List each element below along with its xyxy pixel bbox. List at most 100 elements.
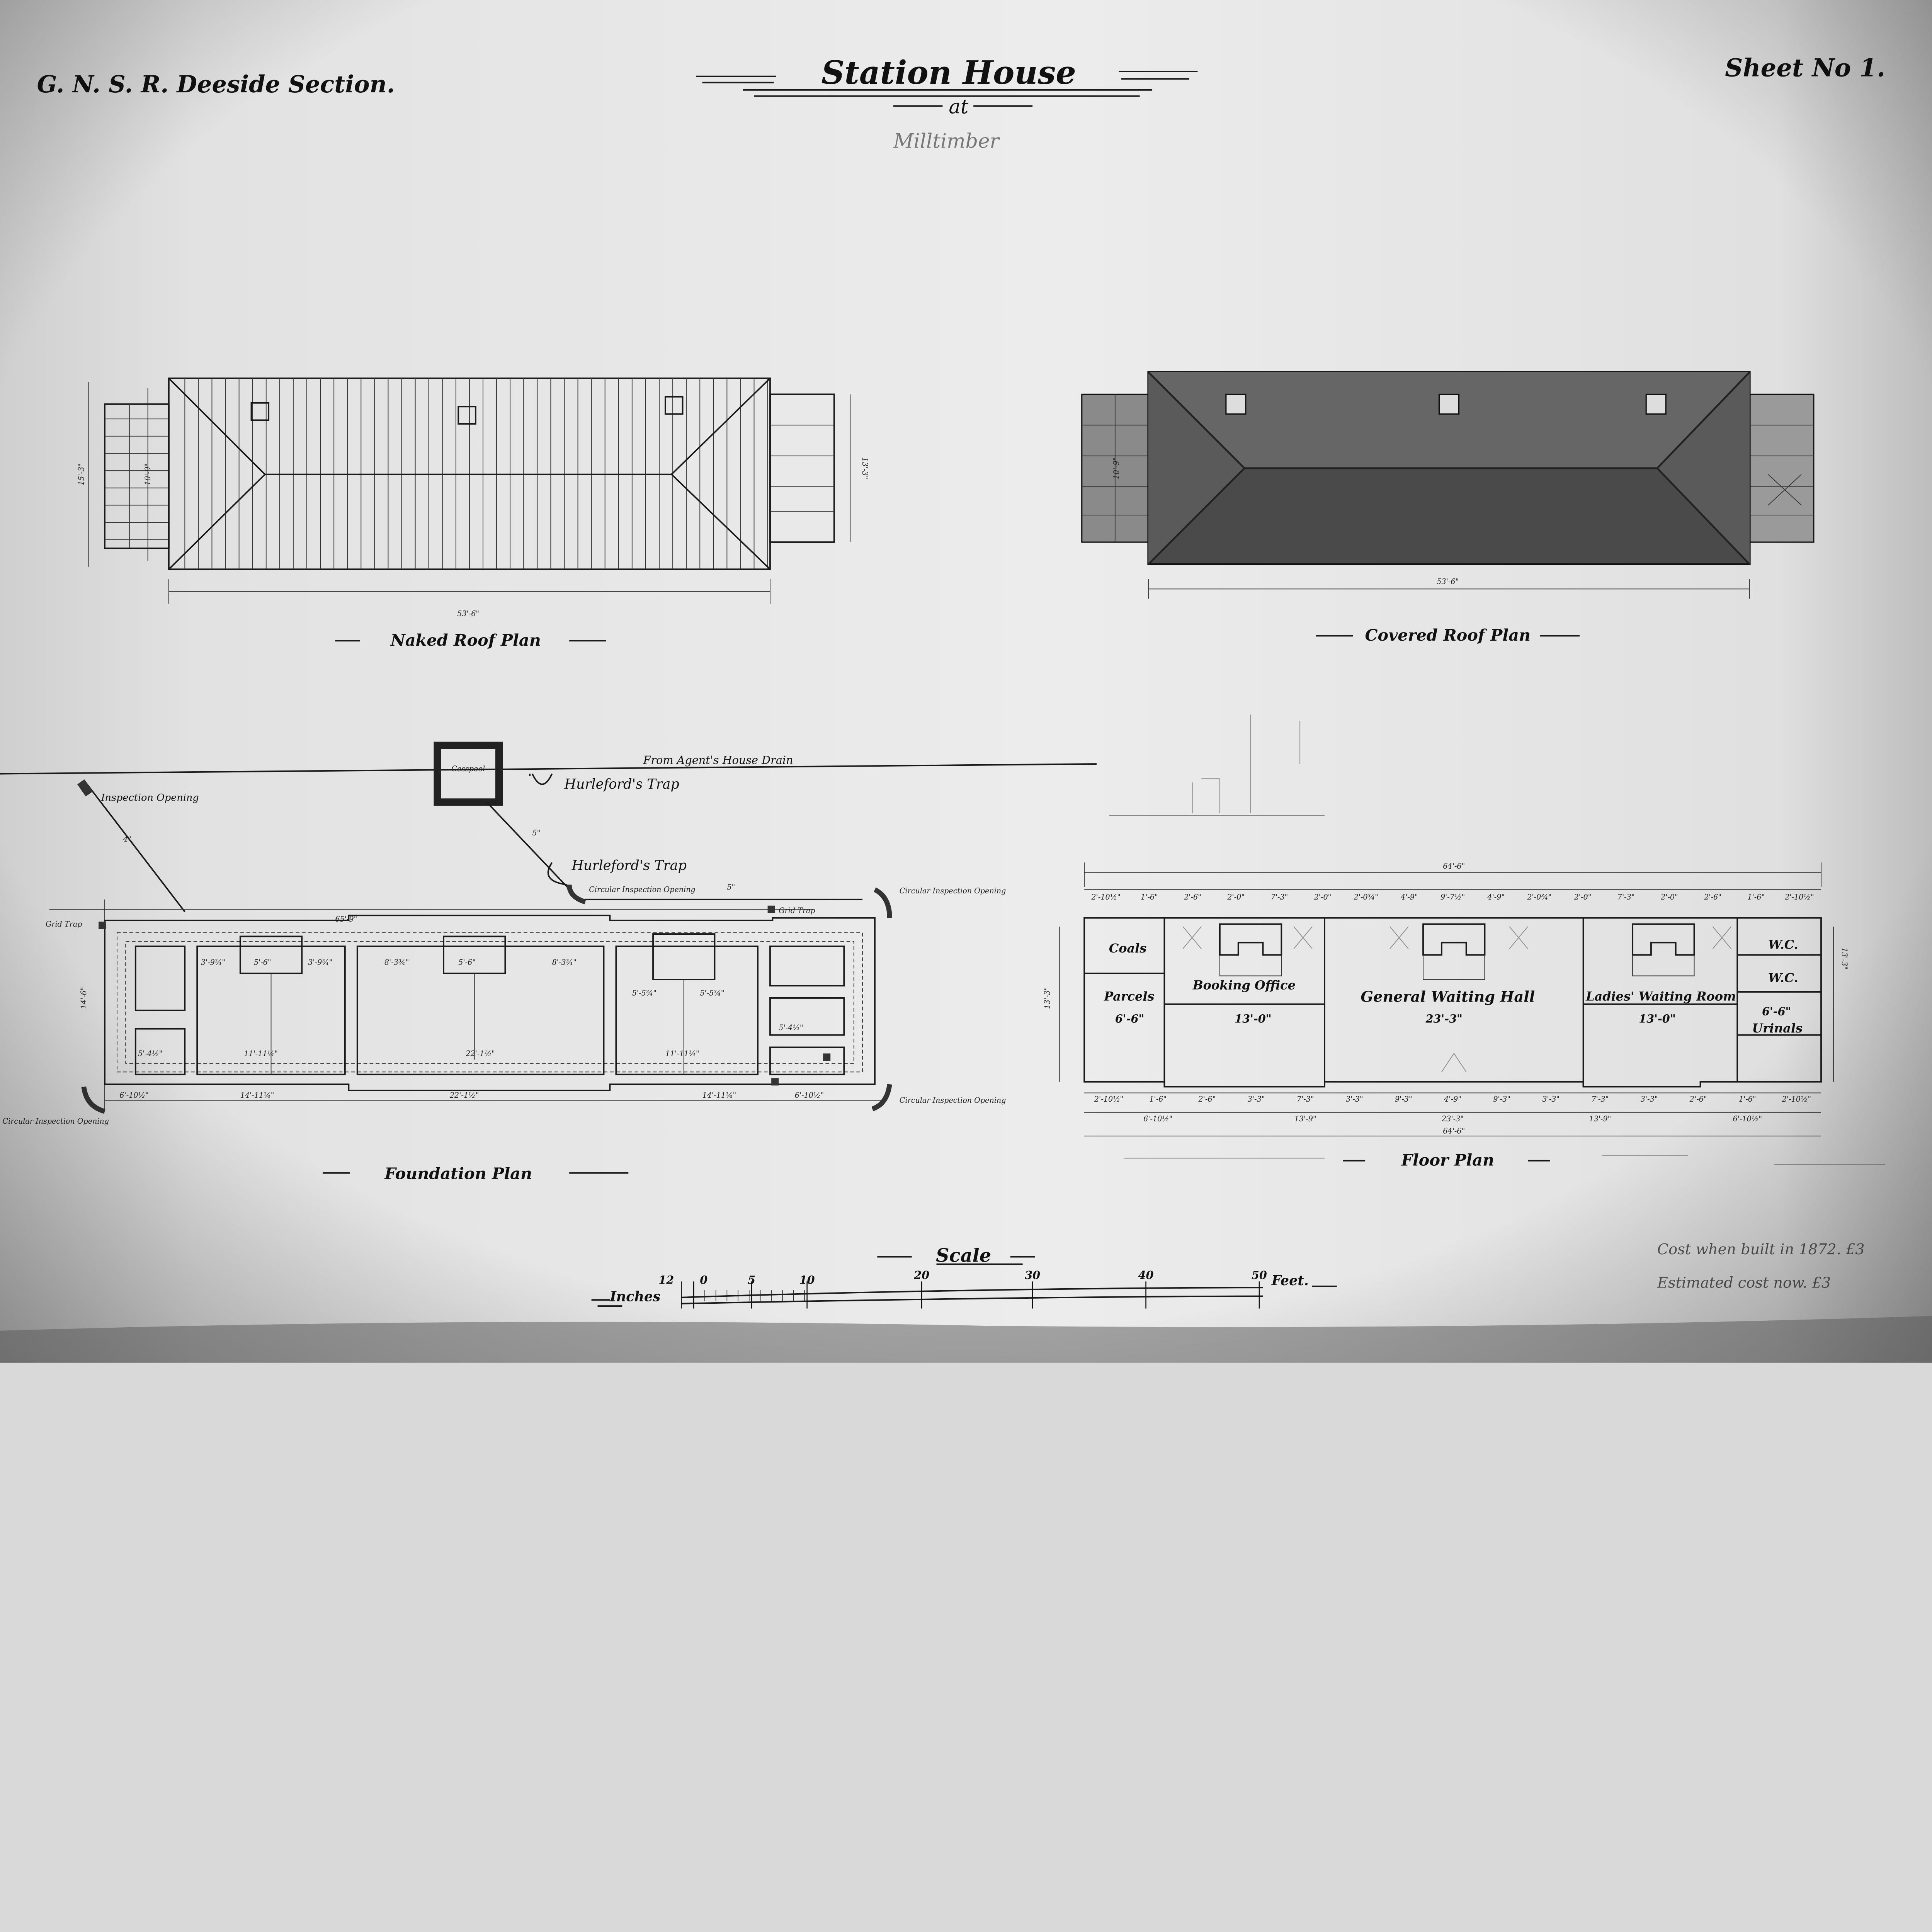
dim: 22'-1½" bbox=[465, 1049, 495, 1058]
dim: 5'-4½" bbox=[779, 1023, 803, 1032]
floor-top-dims: 2'-10½" 1'-6" 2'-6" 2'-0" 7'-3" 2'-0" 2'-0¾" 4'… bbox=[1091, 893, 1814, 901]
scale-tick-label: 12 bbox=[658, 1274, 674, 1287]
room-general-waiting-hall: General Waiting Hall bbox=[1361, 988, 1535, 1005]
dimension-label: 13'-9" bbox=[1294, 1114, 1316, 1123]
dimension-label: 4'-9" bbox=[1444, 1095, 1461, 1104]
pipe-size-5b: 5" bbox=[727, 883, 735, 891]
dim: 5'-4½" bbox=[138, 1049, 162, 1058]
note-cost-now: Estimated cost now. £3 bbox=[1657, 1274, 1831, 1291]
dim: 6'-10½" bbox=[795, 1091, 824, 1100]
location-pencil-note: Milltimber bbox=[893, 130, 1000, 153]
hurlefords-trap-top: Hurleford's Trap bbox=[564, 776, 679, 792]
room-urinals: Urinals bbox=[1752, 1021, 1803, 1036]
dimension-label: 1'-6" bbox=[1141, 893, 1158, 901]
drain-label: From Agent's House Drain bbox=[643, 753, 793, 767]
naked-roof-length: 53'-6" bbox=[457, 609, 479, 618]
scale-tick-label: 10 bbox=[799, 1274, 815, 1287]
room-ladies-waiting-room: Ladies' Waiting Room bbox=[1585, 989, 1736, 1003]
dimension-label: 1'-6" bbox=[1149, 1095, 1167, 1104]
dimension-label: 7'-3" bbox=[1297, 1095, 1314, 1104]
covered-roof-label: Covered Roof Plan bbox=[1365, 626, 1531, 645]
dimension-label: 6'-10½" bbox=[1733, 1114, 1762, 1123]
chimney bbox=[1438, 393, 1460, 415]
dimension-label: 2'-0" bbox=[1227, 893, 1245, 901]
scale-tick-label: 30 bbox=[1025, 1269, 1040, 1282]
dim: 22'-1½" bbox=[449, 1091, 479, 1100]
dim: 3'-9¾" bbox=[201, 958, 225, 967]
hurlefords-trap-mid: Hurleford's Trap bbox=[571, 857, 687, 873]
room-general-waiting-hall-size: 23'-3" bbox=[1425, 1012, 1463, 1026]
dimension-label: 23'-3" bbox=[1441, 1114, 1464, 1123]
scale-tick-label: 5 bbox=[748, 1274, 755, 1287]
room-wc-2-size: 6'-6" bbox=[1762, 1005, 1791, 1018]
inspection-opening-label: Inspection Opening bbox=[100, 792, 199, 804]
dimension-label: 13'-9" bbox=[1589, 1114, 1611, 1123]
photo-shadow-bottom bbox=[0, 1316, 1932, 1363]
scale-tick-label: 20 bbox=[913, 1269, 929, 1282]
scale-tick-label: 40 bbox=[1138, 1269, 1154, 1282]
dimension-label: 2'-0" bbox=[1660, 893, 1678, 901]
floor-bottom-dims: 2'-10½" 1'-6" 2'-6" 3'-3" 7'-3" 3'-3" 9'-3" 4'-… bbox=[1094, 1095, 1811, 1104]
circular-opening-bottom-right: Circular Inspection Opening bbox=[900, 1096, 1006, 1105]
dimension-label: 2'-10½" bbox=[1091, 893, 1121, 901]
naked-roof-width-inner: 10'-9" bbox=[143, 463, 152, 485]
note-cost-built: Cost when built in 1872. £3 bbox=[1657, 1241, 1865, 1258]
naked-roof-width-outer: 15'-3" bbox=[77, 463, 86, 485]
circular-opening-bottom-left: Circular Inspection Opening bbox=[2, 1117, 109, 1126]
scale-feet-label: Feet. bbox=[1271, 1273, 1309, 1289]
naked-roof-label: Naked Roof Plan bbox=[390, 631, 541, 650]
dimension-label: 7'-3" bbox=[1270, 893, 1288, 901]
dimension-label: 2'-10½" bbox=[1784, 893, 1814, 901]
dimension-label: 4'-9" bbox=[1487, 893, 1505, 901]
floor-overall-top: 64'-6" bbox=[1443, 862, 1465, 871]
dimension-label: 2'-6" bbox=[1184, 893, 1201, 901]
dimension-label: 2'-0¾" bbox=[1527, 893, 1551, 901]
dimension-label: 2'-10½" bbox=[1782, 1095, 1811, 1104]
circular-opening-top: Circular Inspection Opening bbox=[589, 885, 696, 894]
covered-roof-length: 53'-6" bbox=[1437, 577, 1459, 586]
foundation-plan-label: Foundation Plan bbox=[384, 1164, 532, 1183]
scale-tick-label: 50 bbox=[1252, 1269, 1267, 1282]
railway-title: G. N. S. R. Deeside Section. bbox=[37, 71, 395, 98]
dimension-label: 2'-0" bbox=[1574, 893, 1592, 901]
dimension-label: 3'-3" bbox=[1542, 1095, 1560, 1104]
dimension-label: 1'-6" bbox=[1747, 893, 1765, 901]
room-booking-office: Booking Office bbox=[1192, 978, 1296, 993]
sheet-number: Sheet No 1. bbox=[1725, 54, 1885, 83]
covered-roof-width: 10'-9" bbox=[1112, 457, 1121, 479]
room-ladies-waiting-room-size: 13'-0" bbox=[1639, 1012, 1676, 1026]
pipe-size-5: 5" bbox=[532, 828, 541, 837]
foundation-depth: 14'-6" bbox=[79, 987, 88, 1009]
paper-background bbox=[0, 0, 1932, 1363]
room-coals: Coals bbox=[1109, 941, 1146, 956]
dimension-label: 1'-6" bbox=[1739, 1095, 1756, 1104]
room-parcels: Parcels bbox=[1104, 989, 1154, 1003]
grid-trap-label: Grid Trap bbox=[779, 906, 815, 915]
dimension-label: 3'-3" bbox=[1641, 1095, 1658, 1104]
floor-overall-bottom: 64'-6" bbox=[1443, 1127, 1465, 1136]
naked-roof-width-right: 13'-3" bbox=[861, 457, 869, 479]
dimension-label: 2'-10½" bbox=[1094, 1095, 1124, 1104]
circular-opening-right: Circular Inspection Opening bbox=[900, 886, 1006, 895]
floor-depth-right: 13'-3" bbox=[1840, 947, 1849, 969]
dimension-label: 2'-0¾" bbox=[1354, 893, 1378, 901]
dim: 14'-11¼" bbox=[240, 1091, 274, 1100]
grid-trap bbox=[771, 1078, 779, 1086]
scale-tick-label: 0 bbox=[700, 1274, 707, 1287]
dim: 5'-5¾" bbox=[700, 989, 724, 998]
dimension-label: 2'-6" bbox=[1689, 1095, 1707, 1104]
dimension-label: 6'-10½" bbox=[1143, 1114, 1173, 1123]
dim: 11'-11¼" bbox=[244, 1049, 278, 1058]
dimension-label: 3'-3" bbox=[1346, 1095, 1363, 1104]
dim: 3'-9¾" bbox=[308, 958, 332, 967]
dimension-label: 9'-3" bbox=[1493, 1095, 1510, 1104]
dimension-label: 2'-6" bbox=[1704, 893, 1721, 901]
floor-plan-label: Floor Plan bbox=[1401, 1151, 1495, 1170]
dim: 11'-11¼" bbox=[665, 1049, 699, 1058]
dimension-label: 2'-0" bbox=[1314, 893, 1332, 901]
chimney bbox=[1225, 393, 1247, 415]
drawing-title: Station House bbox=[821, 54, 1076, 92]
room-parcels-size: 6'-6" bbox=[1115, 1012, 1145, 1026]
dim: 5'-5¾" bbox=[632, 989, 656, 998]
dim: 5'-6" bbox=[458, 958, 476, 967]
